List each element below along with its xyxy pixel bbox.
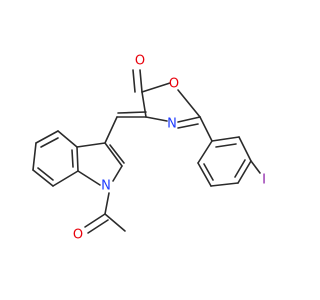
bond-o1-c2 bbox=[177, 89, 201, 118]
bond-n1-c7a bbox=[77, 170, 101, 186]
bond-ar-inner2 bbox=[234, 159, 246, 178]
bond-c5-o-carbonyl bbox=[139, 69, 143, 93]
bond-c-acetyl-ch3 bbox=[104, 213, 126, 232]
bond-bz-inner3 bbox=[71, 149, 74, 168]
bond-c2-aryl bbox=[199, 116, 213, 142]
bond-c4-c5 bbox=[141, 91, 147, 118]
bond-ar3 bbox=[237, 160, 252, 184]
bond-c5-o-carbonyl-double bbox=[132, 69, 136, 93]
bond-n1-c-acetyl bbox=[104, 192, 110, 215]
bond-c-acetyl-o-double bbox=[87, 219, 109, 234]
bond-bz-inner1 bbox=[40, 137, 59, 148]
bond-c2-n3 bbox=[177, 116, 201, 123]
atom-n-oxazolone: N bbox=[167, 117, 177, 132]
bond-ar6 bbox=[197, 140, 213, 164]
bond-lines bbox=[32, 69, 261, 234]
bond-c-acetyl-o bbox=[84, 213, 106, 228]
bond-bz1 bbox=[57, 130, 78, 148]
bond-c3-c2i-double bbox=[109, 144, 125, 164]
bond-ch-c3 bbox=[104, 116, 118, 144]
bond-ar2 bbox=[238, 136, 252, 162]
atom-o-acetyl: O bbox=[73, 228, 83, 243]
bond-bz-inner2 bbox=[37, 167, 54, 181]
bond-ar-inner3 bbox=[203, 163, 214, 181]
bond-ar4 bbox=[210, 182, 239, 187]
bond-c5-o1 bbox=[141, 82, 171, 93]
bond-ar-inner1 bbox=[215, 143, 237, 148]
bond-bz2 bbox=[35, 130, 59, 144]
atom-n-indole: N bbox=[101, 179, 111, 194]
bond-c-i bbox=[250, 160, 261, 174]
bond-c4-ch-double bbox=[117, 111, 147, 114]
bond-c3-c2i bbox=[104, 142, 123, 167]
atom-o-ring: O bbox=[169, 77, 179, 92]
atom-labels: O O N I N O bbox=[73, 54, 266, 243]
bond-c3a-c3 bbox=[76, 142, 106, 148]
bond-bz3 bbox=[32, 142, 37, 171]
atom-iodine: I bbox=[262, 173, 266, 188]
bond-bz5 bbox=[52, 170, 79, 187]
bond-c7a-c3a bbox=[76, 146, 79, 172]
bond-bz4 bbox=[32, 169, 54, 187]
bond-ar5 bbox=[197, 162, 212, 187]
bond-ar1 bbox=[211, 136, 240, 142]
bond-c2-n3-double bbox=[177, 123, 199, 129]
bond-c2i-n1 bbox=[112, 165, 123, 182]
atom-o-carbonyl: O bbox=[135, 54, 145, 69]
molecule-structure-canvas: O O N I N O bbox=[32, 54, 266, 243]
bond-n3-c4 bbox=[145, 116, 168, 122]
